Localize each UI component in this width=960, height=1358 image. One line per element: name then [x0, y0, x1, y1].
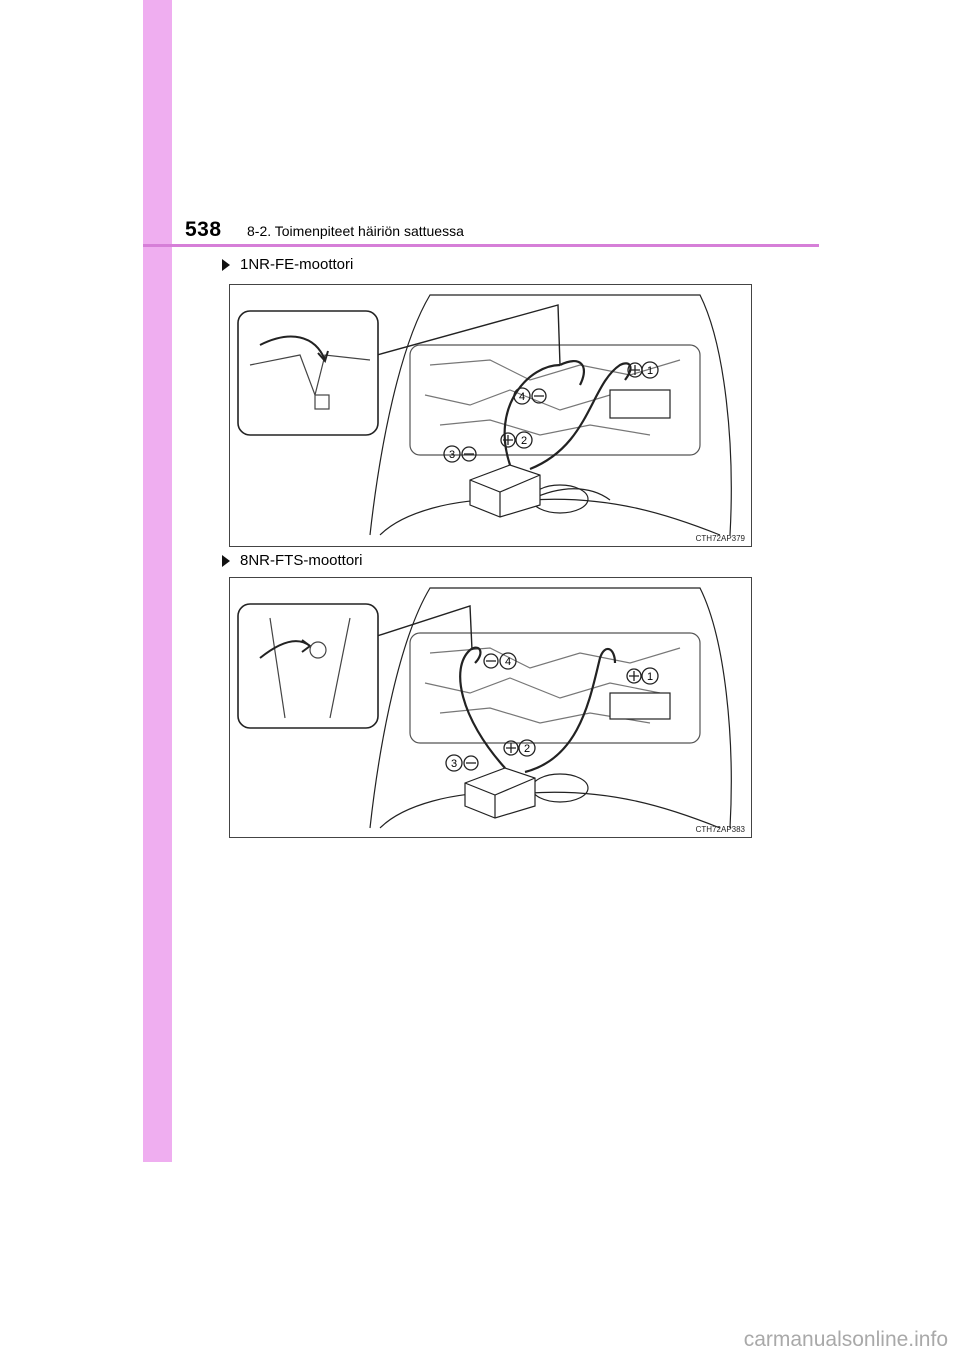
engine-bay-illustration-1: 1 2 3 4 — [237, 294, 732, 536]
page-number: 538 — [185, 218, 222, 241]
figure-code-2: CTH72AP383 — [695, 825, 745, 834]
label-1: 1 — [647, 365, 653, 377]
bullet-triangle-icon — [222, 554, 230, 567]
label-1: 1 — [647, 671, 653, 683]
header-rule — [143, 244, 819, 247]
figure-1nr-fe: 1 2 3 4 CTH72AP379 — [229, 284, 752, 547]
chapter-sidebar-tab — [143, 0, 172, 1162]
watermark: carmanualsonline.info — [743, 1328, 948, 1351]
section-title: 8-2. Toimenpiteet häiriön sattuessa — [247, 223, 464, 239]
figure-caption-2: 8NR-FTS-moottori — [222, 552, 363, 569]
figure-caption-1-text: 1NR-FE-moottori — [240, 256, 354, 273]
figure-code-1: CTH72AP379 — [695, 534, 745, 543]
bullet-triangle-icon — [222, 258, 230, 271]
label-2: 2 — [521, 435, 527, 447]
label-4: 4 — [519, 391, 525, 403]
figure-8nr-fts: 1 2 3 4 CTH72AP383 — [229, 577, 752, 838]
label-2: 2 — [524, 743, 530, 755]
label-3: 3 — [449, 449, 455, 461]
label-4: 4 — [505, 656, 511, 668]
figure-caption-2-text: 8NR-FTS-moottori — [240, 552, 363, 569]
figure-caption-1: 1NR-FE-moottori — [222, 256, 353, 273]
engine-bay-illustration-2: 1 2 3 4 — [237, 587, 732, 829]
label-3: 3 — [451, 758, 457, 770]
